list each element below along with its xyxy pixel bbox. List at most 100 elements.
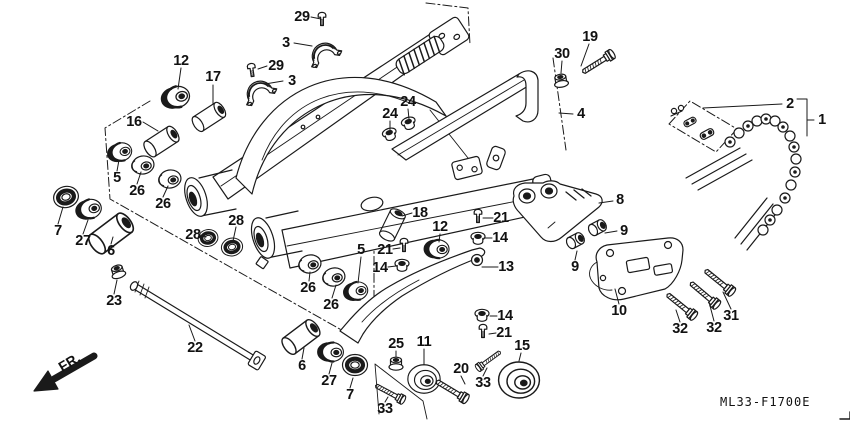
master-link-set-2 (670, 104, 716, 141)
part-callout-14: 14 (497, 308, 513, 324)
part-callout-33: 33 (377, 401, 393, 417)
part-callout-10: 10 (611, 303, 627, 319)
part-callout-33: 33 (475, 375, 491, 391)
seal-28 (217, 234, 247, 260)
part-callout-2: 2 (786, 96, 794, 112)
part-callout-28: 28 (185, 227, 201, 243)
bushing-27 (73, 195, 105, 223)
bushing-5 (341, 278, 371, 304)
part-callout-16: 16 (126, 114, 142, 130)
corner-mark (839, 411, 850, 420)
part-callout-7: 7 (346, 387, 354, 403)
seal-7 (343, 355, 368, 376)
collar-6 (278, 316, 324, 358)
part-callout-7: 7 (54, 223, 62, 239)
bolt-32 (686, 278, 723, 311)
chain-slider-pad (395, 35, 445, 76)
chain-bracket-lines (796, 98, 815, 137)
part-callout-1: 1 (818, 112, 826, 128)
part-callout-21: 21 (377, 242, 393, 258)
axle-shaft-22 (129, 280, 266, 371)
part-callout-9: 9 (620, 223, 628, 239)
bearing-26 (320, 265, 348, 289)
part-callout-15: 15 (514, 338, 530, 354)
chain-roller-15 (497, 361, 541, 399)
nut-23 (108, 262, 128, 281)
screw-21 (478, 323, 488, 339)
part-callout-27: 27 (321, 373, 337, 389)
part-callout-29: 29 (268, 58, 284, 74)
part-callout-6: 6 (107, 243, 115, 259)
chain-guard-4 (391, 70, 539, 171)
part-callout-12: 12 (173, 53, 189, 69)
part-callout-5: 5 (357, 242, 365, 258)
bushing-27 (317, 341, 345, 363)
part-callout-4: 4 (577, 106, 585, 122)
collar-9 (564, 230, 587, 251)
part-callout-30: 30 (554, 46, 570, 62)
part-callout-28: 28 (228, 213, 244, 229)
part-callout-3: 3 (282, 35, 290, 51)
part-callout-24: 24 (400, 94, 416, 110)
collar-9 (586, 217, 609, 238)
dust-seal-12 (158, 82, 194, 113)
leader-lines (57, 16, 815, 403)
part-callout-13: 13 (498, 259, 514, 275)
part-callout-8: 8 (616, 192, 624, 208)
part-callout-3: 3 (288, 73, 296, 89)
part-callout-12: 12 (432, 219, 448, 235)
part-callout-29: 29 (294, 9, 310, 25)
nut-25 (388, 356, 404, 371)
bolt-33 (473, 347, 504, 373)
part-callout-27: 27 (75, 233, 91, 249)
seal-7 (51, 184, 81, 211)
part-callout-23: 23 (106, 293, 122, 309)
grommet-14 (470, 231, 486, 245)
bolt-32 (663, 289, 700, 322)
hose-clamp-3 (238, 74, 279, 109)
chain-slider-8 (512, 180, 603, 243)
bearing-26 (156, 167, 183, 191)
part-callout-20: 20 (453, 361, 469, 377)
part-callout-21: 21 (493, 210, 509, 226)
grommet-14 (474, 308, 490, 322)
part-callout-25: 25 (388, 336, 404, 352)
part-callout-21: 21 (496, 325, 512, 341)
swingarm-body (184, 16, 558, 270)
part-callout-22: 22 (187, 340, 203, 356)
part-callout-32: 32 (672, 321, 688, 337)
part-callout-32: 32 (706, 320, 722, 336)
drive-chain-1 (685, 113, 802, 251)
part-callout-6: 6 (298, 358, 306, 374)
chain-guide-10 (589, 237, 684, 301)
screw-21 (399, 237, 409, 253)
bolt-31 (701, 265, 738, 298)
part-callout-26: 26 (300, 280, 316, 296)
bearing-group-left (51, 82, 247, 281)
bushing-5 (104, 139, 135, 166)
bolt-20 (433, 376, 471, 406)
part-callout-5: 5 (113, 170, 121, 186)
part-callout-31: 31 (723, 308, 739, 324)
part-callout-18: 18 (412, 205, 428, 221)
part-callout-26: 26 (323, 297, 339, 313)
part-callout-26: 26 (155, 196, 171, 212)
diagram-code: ML33-F1700E (720, 395, 811, 409)
part-callout-14: 14 (372, 260, 388, 276)
part-callout-9: 9 (571, 259, 579, 275)
grommet-14 (394, 258, 410, 272)
part-callout-14: 14 (492, 230, 508, 246)
dust-seal-12 (423, 238, 451, 260)
collar-16 (140, 123, 183, 160)
part-callout-11: 11 (416, 334, 432, 350)
part-callout-17: 17 (205, 69, 221, 85)
screw-29 (246, 62, 257, 78)
detail-box-33 (374, 363, 428, 420)
front-direction-arrow (33, 352, 98, 392)
chain-roller-11 (407, 364, 441, 394)
hose-clamp-3 (303, 36, 344, 71)
collar-17 (189, 99, 229, 135)
torque-arm-13 (339, 247, 486, 344)
